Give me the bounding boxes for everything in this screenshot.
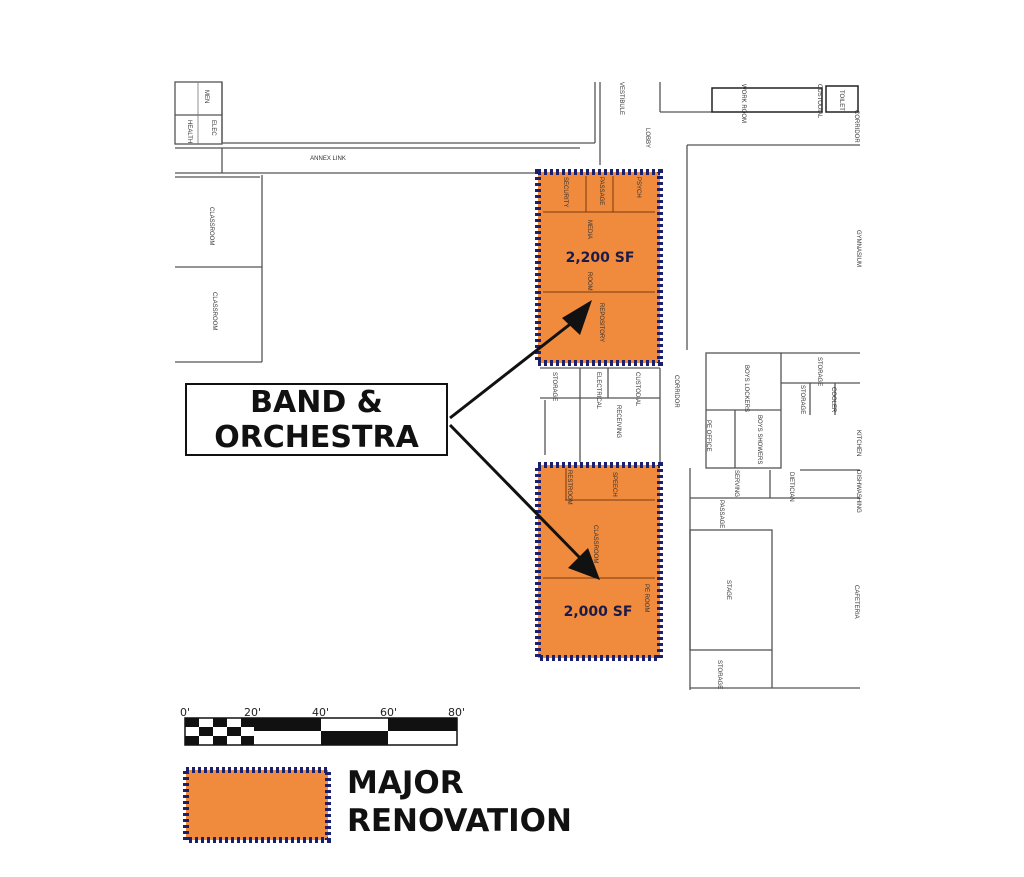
area-label-upper: 2,200 SF — [566, 250, 635, 266]
room-label: SERVING — [733, 470, 739, 497]
room-label: CORRIDOR — [673, 375, 679, 408]
room-label: RECEIVING — [615, 405, 621, 438]
room-label: WORK ROOM — [740, 84, 746, 123]
room-label: PE ROOM — [643, 584, 649, 612]
room-label: PASSAGE — [718, 500, 724, 528]
room-label: CORRIDOR — [853, 110, 859, 143]
walls — [174, 81, 860, 690]
callout-line-1: BAND & — [250, 384, 383, 420]
room-label: GYMNASIUM — [855, 230, 861, 267]
room-label: DISHWASHING — [855, 470, 861, 513]
room-label: DIETICIAN — [788, 472, 794, 502]
room-label: ELECTRICAL — [595, 372, 601, 410]
room-label: STORAGE — [551, 372, 557, 401]
room-label: LOBBY — [644, 128, 650, 148]
area-label-lower: 2,000 SF — [564, 604, 633, 620]
room-label: STORAGE — [716, 660, 722, 689]
legend-line-2: RENOVATION — [347, 803, 572, 839]
room-label: CLASSROOM — [211, 292, 217, 330]
legend-line-1: MAJOR — [347, 765, 464, 801]
room-label: BOYS LOCKERS — [743, 365, 749, 412]
room-label: COOLER — [830, 387, 836, 413]
renovation-area-upper[interactable]: 2,200 SF — [535, 169, 663, 366]
room-label: CUSTODIAL — [816, 84, 822, 119]
room-label: CAFETERIA — [853, 585, 859, 619]
room-label: ANNEX LINK — [310, 156, 346, 162]
arrow-head-up — [562, 300, 592, 335]
scale-bar — [184, 717, 458, 746]
room-label: RESTROOM — [566, 470, 572, 505]
callout-arrows — [448, 300, 600, 580]
room-label: PE OFFICE — [705, 420, 711, 452]
room-label: CLASSROOM — [208, 207, 214, 245]
band-orchestra-callout: BAND & ORCHESTRA — [185, 383, 448, 456]
room-label: KITCHEN — [855, 430, 861, 456]
scale-label: 60' — [380, 706, 398, 719]
room-labels: ANNEX LINK CLASSROOM CLASSROOM HEALTH EL… — [186, 82, 861, 689]
room-label: SPEECH — [611, 472, 617, 497]
room-label: CLASSROOM — [592, 525, 598, 563]
room-label: TOILET — [838, 90, 844, 111]
legend-label: MAJOR RENOVATION — [347, 764, 572, 840]
room-label: ROOM — [586, 272, 592, 291]
room-label: SECURITY — [562, 177, 568, 207]
scale-label: 40' — [312, 706, 330, 719]
room-label: PASSAGE — [598, 177, 604, 205]
arrow-head-down — [568, 548, 600, 580]
room-label: PSYCH — [635, 177, 641, 198]
renovation-area-lower[interactable]: 2,000 SF — [535, 462, 663, 661]
room-label: STORAGE — [816, 357, 822, 386]
room-label: REPOSITORY — [598, 303, 604, 342]
room-label: MEN — [203, 90, 209, 103]
scale-label: 0' — [180, 706, 191, 719]
callout-line-2: ORCHESTRA — [214, 419, 419, 455]
scale-label: 80' — [448, 706, 466, 719]
room-label: HEALTH — [186, 120, 192, 143]
legend-swatch — [183, 767, 331, 843]
room-label: MEDIA — [586, 220, 592, 239]
room-label: STAGE — [725, 580, 731, 600]
room-label: BOYS SHOWERS — [756, 415, 762, 464]
room-label: CUSTODIAL — [634, 372, 640, 407]
room-label: STORAGE — [799, 385, 805, 414]
scale-label: 20' — [244, 706, 262, 719]
room-label: VESTIBULE — [618, 82, 624, 115]
room-label: ELEC — [210, 120, 216, 136]
